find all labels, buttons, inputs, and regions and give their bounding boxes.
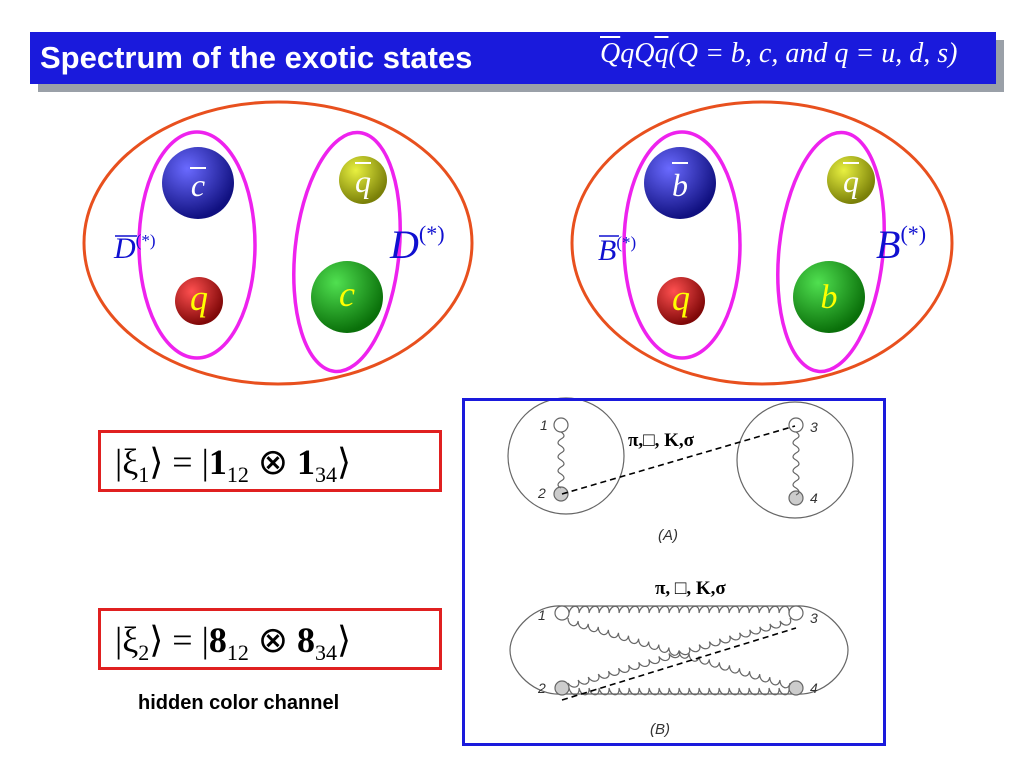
outer-ellipse xyxy=(570,100,954,386)
left-diagram: c q q c D(*) D(*) xyxy=(82,100,474,386)
node-label: 2 xyxy=(537,485,546,501)
hidden-color-caption: hidden color channel xyxy=(138,692,340,714)
node-label: 2 xyxy=(537,680,546,696)
exchange-label: π,□, K,σ xyxy=(628,430,695,451)
panel-caption: (A) xyxy=(658,527,678,544)
title-bar xyxy=(30,32,996,84)
panel-caption: (B) xyxy=(650,721,670,738)
meson-label: B(*) xyxy=(876,221,926,267)
quark-node xyxy=(788,490,804,506)
node-label: 1 xyxy=(538,607,546,623)
inner-ellipse-right xyxy=(292,130,402,374)
exchange-line xyxy=(561,425,796,495)
hadron-circle xyxy=(736,401,854,519)
quark-label: q xyxy=(190,278,208,318)
state-xi2-box: |ξ2⟩ = |812 ⊗ 834⟩ xyxy=(98,608,442,670)
quark-label: q xyxy=(843,163,859,199)
page-title: Spectrum of the exotic states xyxy=(40,40,473,75)
quark-label: b xyxy=(821,279,838,316)
panel-b: 1 2 3 4 π, □, K,σ (B) xyxy=(509,578,849,738)
quark-node xyxy=(553,486,569,502)
node-label: 1 xyxy=(540,417,548,433)
gluon-line xyxy=(792,431,800,496)
gluon-line xyxy=(568,605,790,614)
quark-ball xyxy=(311,261,383,333)
title-formula: QqQq(Q = b, c, and q = u, d, s) xyxy=(600,38,958,69)
quark-label: q xyxy=(355,163,371,199)
inset-panel xyxy=(462,398,886,746)
panel-a: 1 2 3 4 π,□, K,σ (A) xyxy=(507,397,854,544)
node-label: 3 xyxy=(810,610,818,626)
inner-ellipse-left xyxy=(137,130,257,360)
quark-label: c xyxy=(339,274,355,314)
quark-label: b xyxy=(672,167,688,203)
gluon-line xyxy=(567,617,792,688)
quark-ball xyxy=(644,147,716,219)
meson-label: D(*) xyxy=(389,221,445,267)
gluon-line xyxy=(557,431,565,489)
gluon-line xyxy=(568,687,790,696)
state-xi2: |ξ2⟩ = |812 ⊗ 834⟩ xyxy=(115,620,352,666)
node-label: 3 xyxy=(810,419,818,435)
quark-ball xyxy=(793,261,865,333)
quark-ball xyxy=(339,156,387,204)
quark-ball xyxy=(827,156,875,204)
node-label: 4 xyxy=(810,490,818,506)
inner-ellipse-left xyxy=(622,130,742,360)
meson-label: D(*) xyxy=(113,231,156,265)
outer-ellipse xyxy=(82,100,474,386)
meson-label: B(*) xyxy=(598,233,636,267)
inner-ellipse-right xyxy=(776,130,886,374)
quark-label: c xyxy=(191,167,205,203)
state-xi1: |ξ1⟩ = |112 ⊗ 134⟩ xyxy=(115,442,352,488)
quark-ball xyxy=(162,147,234,219)
exchange-label: π, □, K,σ xyxy=(655,578,726,599)
quark-label: q xyxy=(672,278,690,318)
node-label: 4 xyxy=(810,680,818,696)
quark-ball xyxy=(657,277,705,325)
state-xi1-box: |ξ1⟩ = |112 ⊗ 134⟩ xyxy=(98,430,442,492)
quark-ball xyxy=(175,277,223,325)
exchange-line xyxy=(561,627,797,701)
right-diagram: b q q b B(*) B(*) xyxy=(570,100,954,386)
